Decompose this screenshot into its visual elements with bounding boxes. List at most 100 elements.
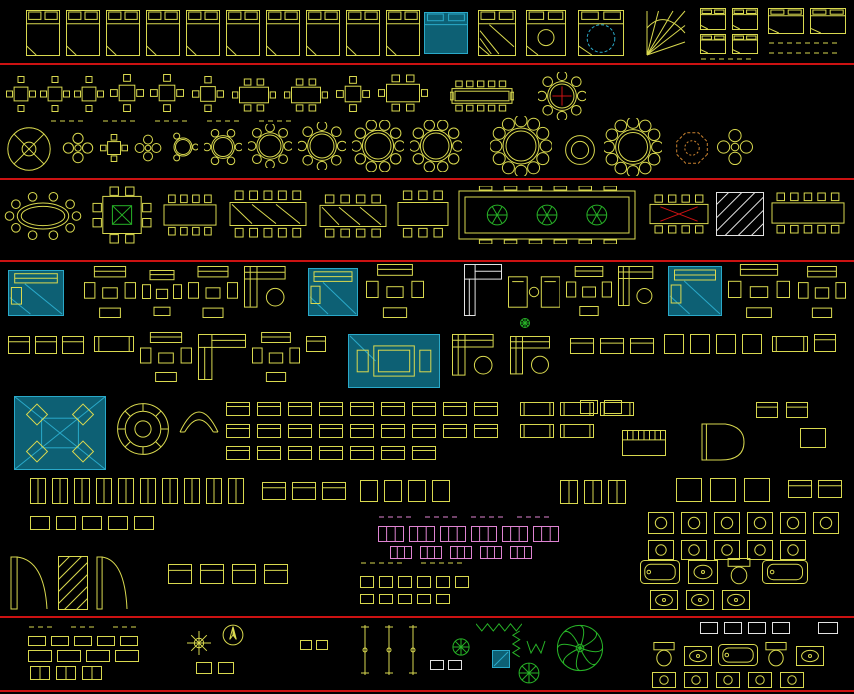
appliance-block	[780, 672, 804, 688]
misc-block	[86, 650, 110, 662]
dimension-text	[420, 560, 468, 566]
conference-table-block	[318, 194, 388, 238]
dimension-text	[70, 624, 104, 630]
dimension-text	[378, 514, 416, 520]
misc-block	[360, 594, 374, 604]
door-panel-block	[15, 555, 131, 611]
north-arrow-symbol	[222, 624, 244, 646]
cabinet-block	[584, 480, 602, 504]
misc-block	[82, 516, 102, 530]
seat-block	[168, 564, 192, 584]
cabinet-block	[206, 478, 222, 504]
upright-piano-block	[622, 430, 666, 456]
dimension-text	[700, 56, 758, 62]
seat-block	[306, 336, 326, 352]
cabinet-block	[184, 478, 200, 504]
double-bed-block	[732, 8, 758, 30]
cabinet-block	[162, 478, 178, 504]
appliance-block	[681, 540, 707, 560]
misc-block	[742, 334, 762, 354]
double-bed-block	[810, 8, 846, 34]
seat-block	[570, 338, 594, 354]
misc-block	[398, 576, 412, 588]
misc-block	[28, 636, 46, 646]
misc-block	[818, 622, 838, 634]
dimension-text	[258, 118, 298, 124]
dresser-block	[510, 546, 532, 559]
square-table-4-chairs-block	[336, 76, 371, 113]
w-marker	[526, 640, 546, 655]
sink-block	[650, 590, 678, 610]
seat-block	[474, 402, 498, 416]
section-divider	[0, 63, 854, 65]
appliance-block	[747, 540, 773, 560]
seat-block	[226, 424, 250, 438]
cabinet-block	[118, 478, 134, 504]
toilet-block	[652, 642, 676, 668]
double-bed-block	[732, 34, 758, 54]
seat-block	[788, 480, 812, 498]
plant-block	[520, 318, 530, 328]
misc-block	[196, 662, 212, 674]
misc-block	[134, 516, 154, 530]
l-sofa-block	[198, 334, 246, 380]
round-table-block	[168, 132, 200, 162]
boardroom-table-block	[458, 185, 636, 245]
dimension-text	[102, 118, 142, 124]
round-table-plain-block	[564, 134, 596, 166]
misc-block	[432, 480, 450, 502]
misc-block	[30, 516, 50, 530]
double-bed-block	[146, 10, 180, 56]
dimension-text	[50, 118, 90, 124]
sink-block	[684, 646, 712, 666]
square-table-4-chairs-block	[110, 74, 145, 113]
cabinet-block	[30, 478, 46, 504]
patterned-rug-block	[14, 396, 106, 470]
sofa-set-with-rug-block	[8, 270, 64, 316]
square-table-4-chairs-block	[6, 76, 36, 112]
misc-block	[716, 334, 736, 354]
seat-block	[630, 338, 654, 354]
seat-block	[381, 424, 405, 438]
oval-conference-table-block	[4, 192, 82, 241]
seat-block	[443, 424, 467, 438]
appliance-block	[681, 512, 707, 534]
misc-block	[218, 662, 234, 674]
sofa-block	[560, 424, 594, 438]
misc-block	[744, 478, 770, 502]
misc-block	[115, 650, 139, 662]
misc-block	[455, 576, 469, 588]
dining-set-with-rug-block	[348, 334, 440, 388]
section-marker	[408, 624, 418, 676]
misc-block	[97, 636, 115, 646]
sofa-set-block	[188, 266, 238, 318]
cabinet-block	[82, 666, 102, 680]
seat-block	[350, 402, 374, 416]
seat-block	[474, 424, 498, 438]
dresser-block	[420, 546, 442, 559]
misc-block	[676, 478, 702, 502]
misc-block	[108, 516, 128, 530]
cluster-table-block	[62, 132, 94, 164]
misc-block	[316, 640, 328, 650]
highlighted-square	[492, 650, 510, 668]
misc-block	[379, 594, 393, 604]
plant-block	[518, 662, 540, 684]
cabinet-block	[608, 480, 626, 504]
section-divider	[0, 616, 854, 618]
conference-table-block	[648, 194, 710, 234]
corner-sofa-set-block	[452, 334, 504, 386]
corner-sofa-set-block	[618, 266, 662, 316]
hedge-plant-block	[475, 622, 523, 658]
section-divider	[0, 178, 854, 180]
misc-block	[772, 622, 790, 634]
cabinet-block	[560, 480, 578, 504]
sofa-block	[600, 402, 634, 416]
seat-block	[288, 424, 312, 438]
square-table-4-chairs-block	[100, 134, 128, 162]
seat-block	[62, 336, 84, 354]
appliance-block	[648, 512, 674, 534]
plant-block	[452, 638, 470, 656]
round-table-block	[350, 119, 406, 173]
misc-block	[74, 636, 92, 646]
